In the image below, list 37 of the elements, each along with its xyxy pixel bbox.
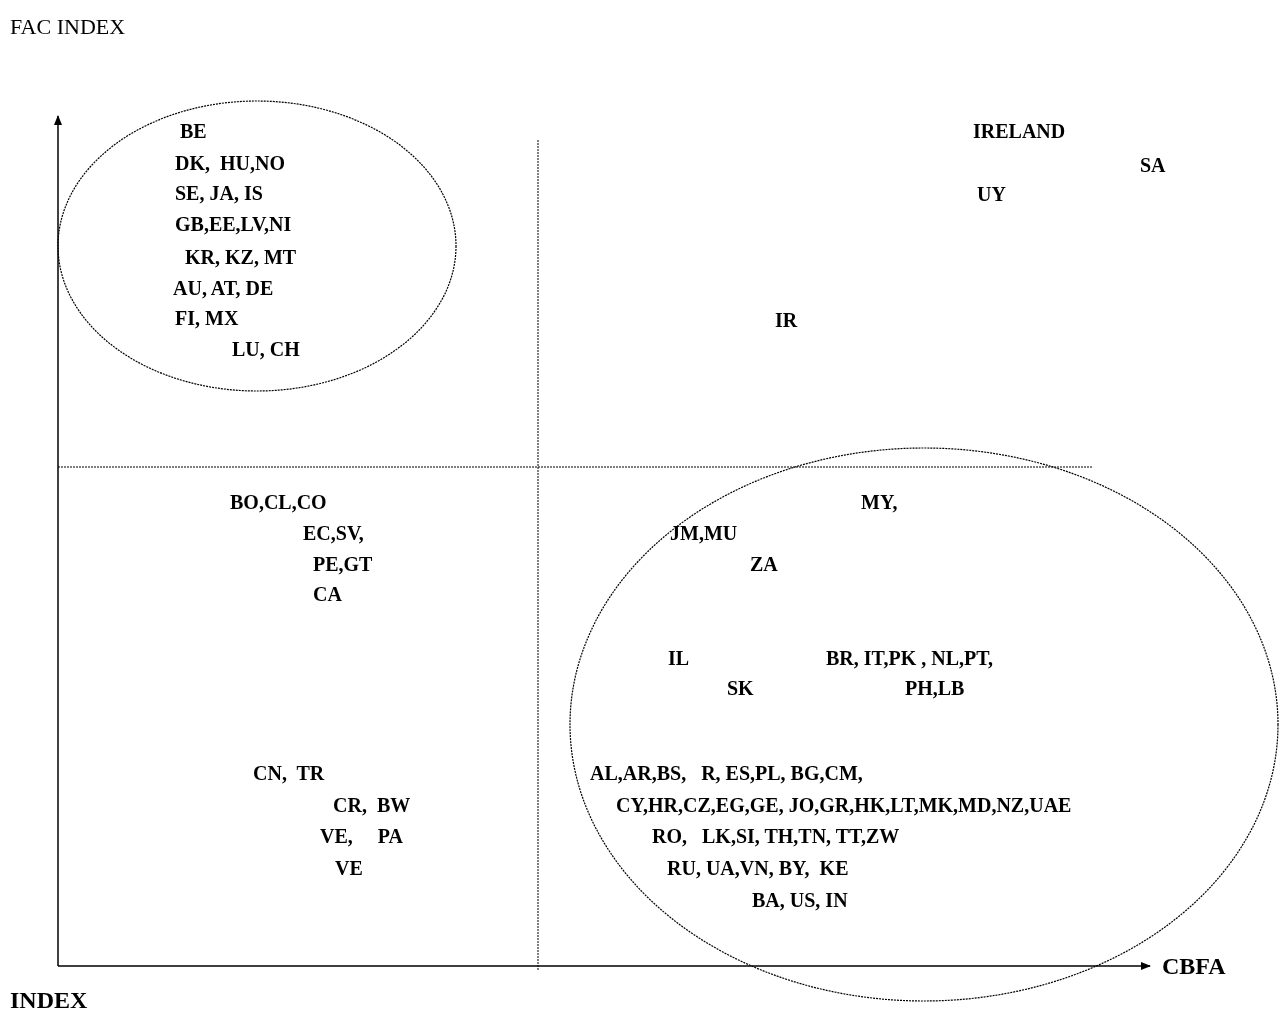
country-codes: BO,CL,CO <box>230 490 327 514</box>
country-codes: FI, MX <box>175 306 239 330</box>
country-codes: GB,EE,LV,NI <box>175 212 292 236</box>
country-codes: BE <box>180 119 207 143</box>
country-codes: JM,MU <box>670 521 738 545</box>
cluster-ellipse <box>569 447 1279 1002</box>
country-codes: VE <box>335 856 363 880</box>
country-codes: UY <box>977 182 1006 206</box>
country-codes: DK, HU,NO <box>175 151 285 175</box>
country-codes: MY, <box>861 490 898 514</box>
country-codes: CR, BW <box>333 793 411 817</box>
country-codes: RU, UA,VN, BY, KE <box>667 856 849 880</box>
country-codes: IL <box>668 646 690 670</box>
country-codes: AL,AR,BS, R, ES,PL, BG,CM, <box>590 761 863 785</box>
country-codes: BA, US, IN <box>752 888 848 912</box>
country-codes: CN, TR <box>253 761 325 785</box>
axis-label: FAC INDEX <box>10 15 126 39</box>
country-codes: SK <box>727 676 754 700</box>
country-codes: PE,GT <box>313 552 373 576</box>
country-codes: CY,HR,CZ,EG,GE, JO,GR,HK,LT,MK,MD,NZ,UAE <box>616 793 1072 817</box>
country-codes: SE, JA, IS <box>175 181 263 205</box>
country-codes: EC,SV, <box>303 521 364 545</box>
axis-label: CBFA <box>1162 952 1226 980</box>
axis-label: INDEX <box>10 986 88 1012</box>
country-codes: AU, AT, DE <box>173 276 274 300</box>
country-codes: KR, KZ, MT <box>185 245 297 269</box>
country-codes: IRELAND <box>973 119 1066 143</box>
country-codes: VE, PA <box>320 824 403 848</box>
country-codes: PH,LB <box>905 676 965 700</box>
cluster-ellipse <box>57 100 457 392</box>
country-codes: IR <box>775 308 798 332</box>
country-codes: BR, IT,PK , NL,PT, <box>826 646 994 670</box>
country-codes: RO, LK,SI, TH,TN, TT,ZW <box>652 824 900 848</box>
country-codes: ZA <box>750 552 778 576</box>
country-codes: CA <box>313 582 342 606</box>
country-codes: LU, CH <box>232 337 300 361</box>
country-codes: SA <box>1140 153 1166 177</box>
